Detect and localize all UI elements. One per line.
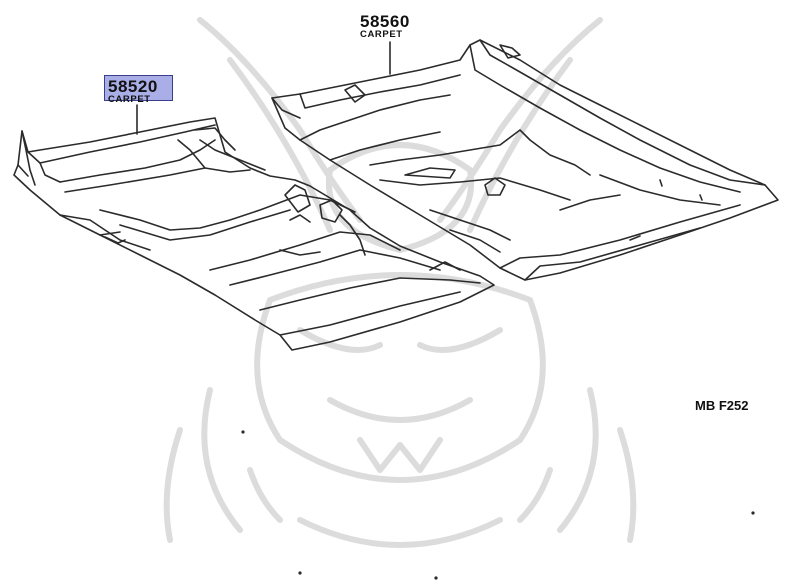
part-name: CARPET — [360, 29, 403, 40]
diagram-code: MB F252 — [695, 398, 749, 413]
part-name: CARPET — [108, 94, 151, 105]
front-carpet-drawing — [13, 117, 495, 351]
part-callout-58520[interactable]: 58520 CARPET — [104, 75, 173, 104]
part-callout-58560[interactable]: 58560 CARPET — [360, 13, 410, 40]
part-number: 58520 — [108, 77, 158, 96]
rear-carpet-drawing — [271, 39, 779, 281]
part-number: 58560 — [360, 12, 410, 31]
